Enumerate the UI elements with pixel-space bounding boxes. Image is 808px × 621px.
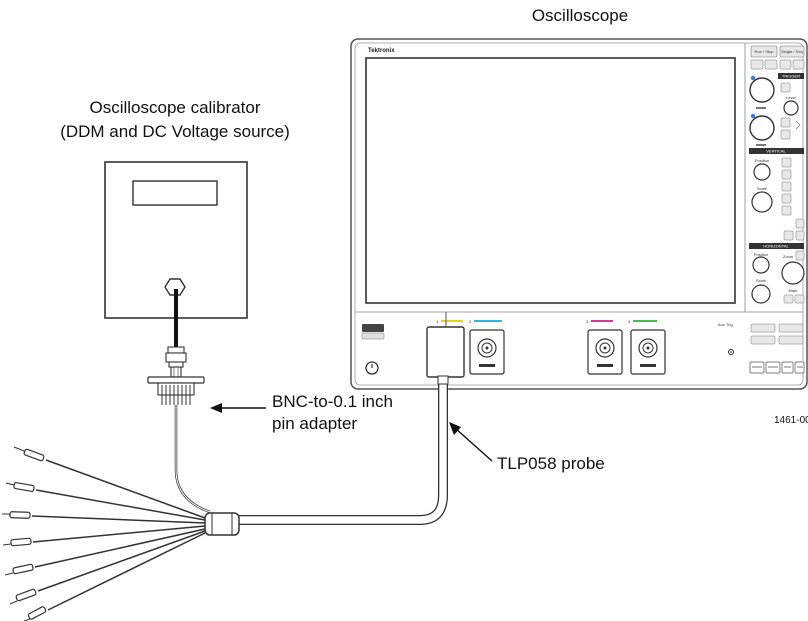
calibrator-display xyxy=(132,180,218,206)
oscilloscope-title: Oscilloscope xyxy=(532,6,628,25)
svg-text:Position: Position xyxy=(754,252,768,257)
probe-splitter xyxy=(204,512,240,536)
svg-text:4: 4 xyxy=(628,319,631,324)
adapter-lead xyxy=(174,405,211,514)
svg-text:TRIGGER: TRIGGER xyxy=(782,74,800,79)
vertical-position-knob[interactable] xyxy=(753,163,771,181)
svg-text:Aux Trig: Aux Trig xyxy=(718,322,733,327)
probe-leads xyxy=(31,459,206,611)
calibrator-bnc-output[interactable] xyxy=(164,278,186,296)
svg-text:Single / Seq: Single / Seq xyxy=(781,49,803,54)
svg-text:Position: Position xyxy=(755,158,769,163)
svg-text:VERTICAL: VERTICAL xyxy=(766,149,786,154)
channel-4-input[interactable] xyxy=(630,329,666,375)
probe-label: TLP058 probe xyxy=(497,454,605,473)
svg-text:Mark: Mark xyxy=(789,288,798,293)
adapter-label-line1: BNC-to-0.1 inch xyxy=(272,392,393,411)
figure-id: 1461-00 xyxy=(774,415,808,426)
horizontal-position-knob[interactable] xyxy=(752,256,770,274)
probe-arrow xyxy=(449,422,493,462)
single-seq-button[interactable] xyxy=(779,45,805,58)
brand-logo: Tektronix xyxy=(368,48,395,54)
adapter-label-line2: pin adapter xyxy=(272,414,357,433)
svg-text:Level: Level xyxy=(786,95,796,100)
pin-adapter xyxy=(147,376,205,405)
svg-text:HORIZONTAL: HORIZONTAL xyxy=(763,244,789,249)
channel-2-input[interactable] xyxy=(469,329,505,375)
lead-tips xyxy=(9,448,47,620)
oscilloscope: Tektronix Run / Stop Single / Seq TRIGGE… xyxy=(350,38,808,390)
calibrator-title-line2: (DDM and DC Voltage source) xyxy=(60,122,290,141)
trigger-level-knob[interactable] xyxy=(783,100,799,116)
multipurpose-knob-b[interactable] xyxy=(749,115,775,141)
svg-text:Scale: Scale xyxy=(757,186,768,191)
svg-text:2: 2 xyxy=(469,319,472,324)
lead-tip-needles xyxy=(2,446,31,621)
channel-1-input[interactable] xyxy=(426,326,465,378)
probe-cable xyxy=(238,375,449,525)
horizontal-scale-knob[interactable] xyxy=(751,284,771,304)
svg-text:3: 3 xyxy=(586,319,589,324)
svg-text:1: 1 xyxy=(436,319,439,324)
calibrator-title-line1: Oscilloscope calibrator xyxy=(89,98,260,117)
svg-text:Scale: Scale xyxy=(756,278,767,283)
bnc-connector xyxy=(165,346,187,378)
multipurpose-knob-a[interactable] xyxy=(749,77,775,103)
zoom-knob[interactable] xyxy=(781,261,805,285)
channel-3-input[interactable] xyxy=(587,329,623,375)
run-stop-button[interactable] xyxy=(750,45,778,58)
vertical-scale-knob[interactable] xyxy=(751,191,773,213)
svg-text:Run / Stop: Run / Stop xyxy=(755,49,775,54)
svg-text:Zoom: Zoom xyxy=(783,254,794,259)
scope-screen xyxy=(365,57,736,304)
adapter-arrow xyxy=(210,403,266,413)
